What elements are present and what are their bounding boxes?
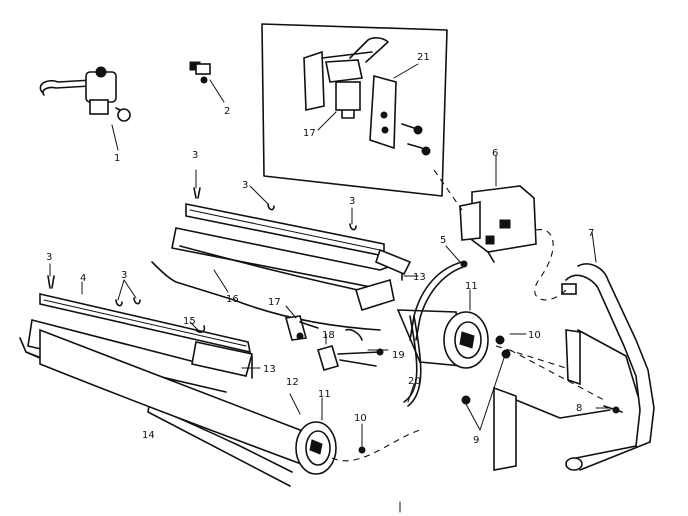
callout-3a: 3 — [192, 150, 198, 161]
callout-17b: 17 — [268, 297, 281, 308]
dashed-leaders — [331, 169, 605, 462]
callout-8: 8 — [576, 403, 582, 414]
callout-13b: 13 — [263, 364, 276, 375]
callout-20: 20 — [408, 376, 421, 387]
callout-10b: 10 — [354, 413, 367, 424]
callout-10a: 10 — [528, 330, 541, 341]
callout-14: 14 — [142, 430, 155, 441]
callout-4: 4 — [80, 273, 86, 284]
screws-9-10 — [358, 333, 527, 454]
callout-3d: 3 — [46, 252, 52, 263]
part-valve-1 — [39, 66, 131, 151]
part-fitting-2 — [189, 61, 225, 103]
callout-labels: 1 2 3 3 3 3 3 4 5 6 7 8 9 10 10 11 11 12… — [46, 52, 594, 446]
callout-18: 18 — [322, 330, 335, 341]
upper-burner-assembly — [171, 169, 419, 312]
callout-19: 19 — [392, 350, 405, 361]
callout-7: 7 — [588, 228, 594, 239]
callout-11b: 11 — [318, 389, 331, 400]
callout-1: 1 — [114, 153, 120, 164]
callout-13a: 13 — [413, 272, 426, 283]
callout-3c: 3 — [349, 196, 355, 207]
callout-16: 16 — [226, 294, 239, 305]
callout-11a: 11 — [465, 281, 478, 292]
gas-tubing — [403, 245, 468, 407]
callout-15: 15 — [183, 316, 196, 327]
callout-9: 9 — [473, 435, 479, 446]
callout-17a: 17 — [303, 128, 316, 139]
callout-21: 21 — [417, 52, 430, 63]
gas-control-valve-6 — [459, 155, 537, 263]
callout-12: 12 — [286, 377, 299, 388]
pilot-assembly — [284, 305, 389, 371]
callout-5: 5 — [440, 235, 446, 246]
upper-burner-tube — [396, 289, 489, 369]
lower-burner-tube — [39, 328, 337, 475]
inset-box — [261, 23, 448, 197]
callout-2: 2 — [224, 106, 230, 117]
frame-part-7 — [493, 231, 655, 471]
callout-3b: 3 — [242, 180, 248, 191]
callout-3e: 3 — [121, 270, 127, 281]
callout-6: 6 — [492, 148, 498, 159]
